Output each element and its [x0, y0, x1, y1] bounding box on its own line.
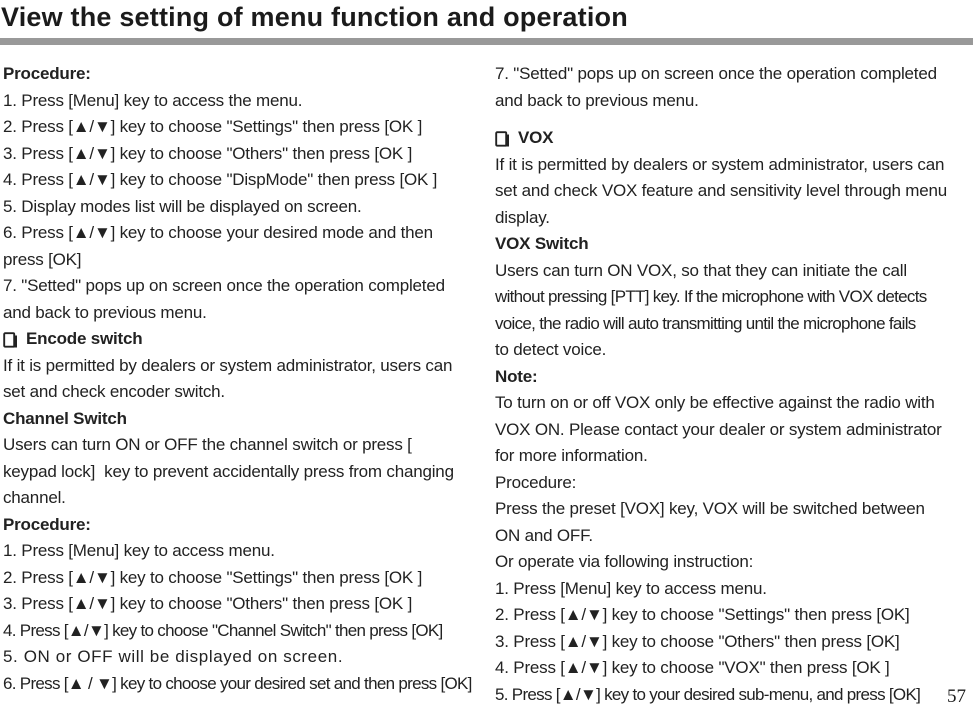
right-column: 7. "Setted" pops up on screen once the o…	[495, 61, 957, 708]
step-line: 6. Press [▲/▼] key to choose your desire…	[3, 223, 433, 242]
body-line: set and check VOX feature and sensitivit…	[495, 181, 947, 200]
body-line: Press the preset [VOX] key, VOX will be …	[495, 499, 925, 518]
step-line: 1. Press [Menu] key to access menu.	[3, 541, 275, 560]
body-line: To turn on or off VOX only be effective …	[495, 393, 935, 412]
title-divider	[0, 38, 973, 45]
body-line: voice, the radio will auto transmitting …	[495, 313, 916, 333]
page-icon	[495, 131, 510, 148]
page-icon	[3, 332, 18, 349]
step-line: 5. Display modes list will be displayed …	[3, 196, 362, 216]
body-line: Users can turn ON VOX, so that they can …	[495, 260, 907, 280]
step-line: 7. "Setted" pops up on screen once the o…	[3, 276, 445, 295]
procedure-heading-plain: Procedure:	[495, 472, 577, 492]
left-column: Procedure: 1. Press [Menu] key to access…	[3, 61, 472, 708]
page-title: View the setting of menu function and op…	[1, 2, 628, 32]
step-line: 1. Press [Menu] key to access the menu.	[3, 90, 303, 110]
body-line: If it is permitted by dealers or system …	[3, 355, 453, 375]
step-line: and back to previous menu.	[495, 90, 699, 110]
page-content: Procedure: 1. Press [Menu] key to access…	[0, 61, 979, 708]
step-line: 3. Press [▲/▼] key to choose "Others" th…	[3, 594, 413, 613]
step-line: and back to previous menu.	[3, 302, 207, 322]
step-line: 2. Press [▲/▼] key to choose "Settings" …	[495, 605, 910, 624]
step-line: 6. Press [▲ / ▼] key to choose your desi…	[3, 673, 472, 693]
body-line: without pressing [PTT] key. If the micro…	[495, 287, 927, 306]
step-line: 7. "Setted" pops up on screen once the o…	[495, 64, 937, 83]
section-heading-label: Encode switch	[26, 329, 143, 348]
body-line: Or operate via following instruction:	[495, 552, 754, 571]
body-line: display.	[495, 207, 550, 227]
step-line: 2. Press [▲/▼] key to choose "Settings" …	[3, 117, 423, 136]
body-line: set and check encoder switch.	[3, 382, 225, 401]
page-number: 57	[947, 686, 966, 707]
step-line: press [OK]	[3, 249, 82, 269]
section-heading-channel-switch: Channel Switch	[3, 408, 127, 428]
section-heading-label: VOX	[518, 128, 554, 147]
step-line: 1. Press [Menu] key to access menu.	[495, 578, 767, 598]
step-line: 5. Press [▲/▼] key to your desired sub-m…	[495, 684, 921, 704]
body-line: channel.	[3, 488, 66, 507]
step-line: 5. ON or OFF will be displayed on screen…	[3, 647, 344, 666]
step-line: 3. Press [▲/▼] key to choose "Others" th…	[495, 631, 900, 651]
procedure-heading: Procedure:	[3, 514, 91, 534]
body-line: to detect voice.	[495, 340, 607, 359]
body-line: for more information.	[495, 446, 648, 465]
step-line: 2. Press [▲/▼] key to choose "Settings" …	[3, 567, 423, 587]
step-line: 4. Press [▲/▼] key to choose "VOX" then …	[495, 658, 890, 677]
body-line: keypad lock] key to prevent accidentally…	[3, 461, 454, 481]
section-heading-vox: VOX	[495, 125, 957, 152]
step-line: 4. Press [▲/▼] key to choose "DispMode" …	[3, 170, 438, 189]
section-heading-vox-switch: VOX Switch	[495, 234, 589, 253]
step-line: 4. Press [▲/▼] key to choose "Channel Sw…	[3, 620, 443, 640]
body-line: Users can turn ON or OFF the channel swi…	[3, 435, 412, 454]
section-heading-encode-switch: Encode switch	[3, 326, 453, 353]
body-line: VOX ON. Please contact your dealer or sy…	[495, 419, 942, 439]
body-line: If it is permitted by dealers or system …	[495, 154, 945, 174]
note-heading: Note:	[495, 366, 538, 386]
body-line: ON and OFF.	[495, 525, 593, 545]
procedure-heading: Procedure:	[3, 64, 91, 83]
step-line: 3. Press [▲/▼] key to choose "Others" th…	[3, 143, 413, 163]
